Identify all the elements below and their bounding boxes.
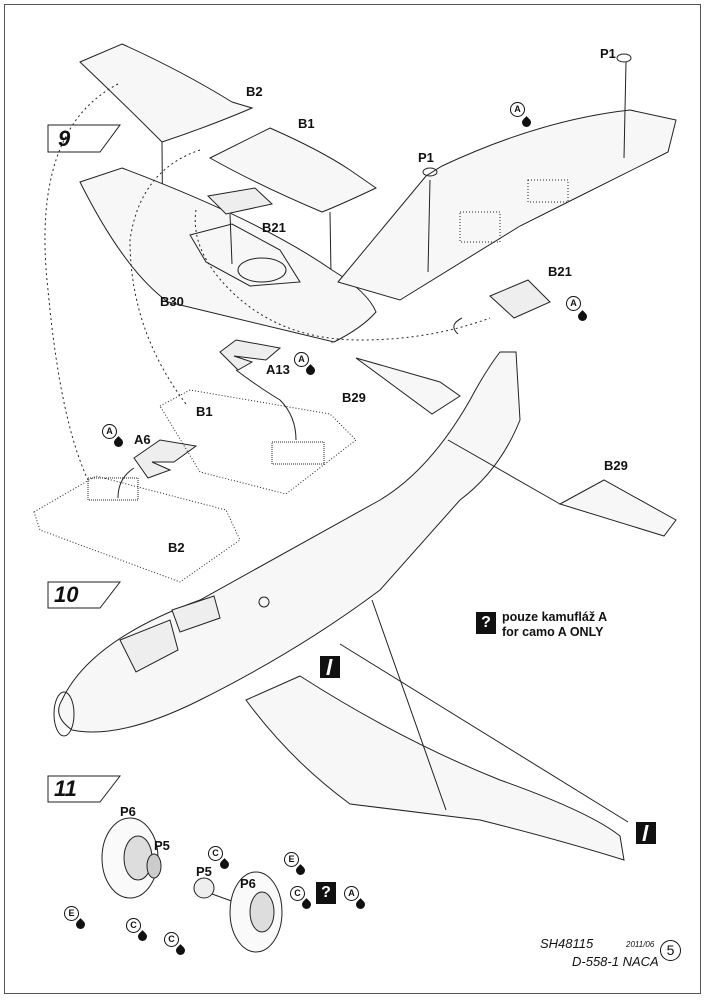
label-p6-bottom: P6 — [240, 876, 256, 891]
part-p5-top — [146, 853, 162, 879]
label-b29-left: B29 — [342, 390, 366, 405]
color-badge-c: C — [208, 846, 223, 861]
ghost-b2 — [33, 475, 241, 583]
label-b1-top: B1 — [298, 116, 315, 131]
part-b21-left — [206, 187, 274, 215]
label-b30: B30 — [160, 294, 184, 309]
color-badge-a: A — [566, 296, 581, 311]
camo-question-icon: ? — [316, 882, 336, 904]
step-9-marker — [47, 124, 121, 153]
camo-note-icon: ? — [476, 612, 496, 634]
label-b21-left: B21 — [262, 220, 286, 235]
ghost-b1 — [159, 389, 357, 495]
part-right-wing — [337, 109, 677, 301]
camo-note-text: pouze kamufláž A for camo A ONLY — [502, 610, 607, 640]
color-badge-a: A — [294, 352, 309, 367]
footer-date: 2011/06 — [626, 940, 655, 949]
part-a6 — [133, 439, 198, 479]
part-b30 — [79, 167, 377, 343]
label-p5-top: P5 — [154, 838, 170, 853]
footer-code: SH48115 — [540, 936, 594, 951]
part-p1-left — [422, 167, 438, 177]
label-b21-right: B21 — [548, 264, 572, 279]
part-b1-top — [208, 127, 377, 213]
canopy — [119, 619, 179, 673]
label-b1-mid: B1 — [196, 404, 213, 419]
label-p6-top: P6 — [120, 804, 136, 819]
color-badge-a: A — [102, 424, 117, 439]
color-badge-c: C — [290, 886, 305, 901]
color-badge-a: A — [510, 102, 525, 117]
color-badge-c: C — [164, 932, 179, 947]
page-number: 5 — [660, 940, 681, 961]
step-number-10: 10 — [54, 582, 79, 607]
color-badge-e: E — [64, 906, 79, 921]
label-p1-left: P1 — [418, 150, 434, 165]
part-fuselage — [58, 351, 521, 733]
wingtip-marker-icon — [320, 656, 340, 678]
part-b29-right — [558, 479, 677, 537]
step-10-marker — [47, 581, 122, 609]
label-p5-bottom: P5 — [196, 864, 212, 879]
part-b21-right — [489, 279, 551, 319]
label-b2-top: B2 — [246, 84, 263, 99]
color-badge-c: C — [126, 918, 141, 933]
color-badge-a: A — [344, 886, 359, 901]
step-number-9: 9 — [58, 126, 71, 151]
label-a13: A13 — [266, 362, 290, 377]
label-a6: A6 — [134, 432, 151, 447]
camo-note-line2: for camo A ONLY — [502, 625, 604, 639]
part-p1-right — [616, 53, 632, 63]
gear-part-left — [87, 477, 139, 501]
color-badge-e: E — [284, 852, 299, 867]
wingtip-marker-icon — [636, 822, 656, 844]
step-11-marker — [47, 775, 122, 803]
label-p1-right: P1 — [600, 46, 616, 61]
b30-recess — [189, 223, 301, 287]
part-b29-left — [355, 357, 461, 415]
part-lower-wing — [245, 675, 625, 861]
camo-note-line1: pouze kamufláž A — [502, 610, 608, 624]
label-b29-right: B29 — [604, 458, 628, 473]
footer-title: D-558-1 NACA — [572, 954, 659, 969]
label-b2-mid: B2 — [168, 540, 185, 555]
part-p5-bottom — [193, 877, 215, 899]
step-number-11: 11 — [54, 776, 77, 801]
nose-intake — [53, 691, 75, 737]
gear-part-right — [271, 441, 325, 465]
part-b2-top — [79, 43, 254, 143]
part-a13 — [219, 339, 282, 371]
page-frame — [4, 4, 701, 994]
